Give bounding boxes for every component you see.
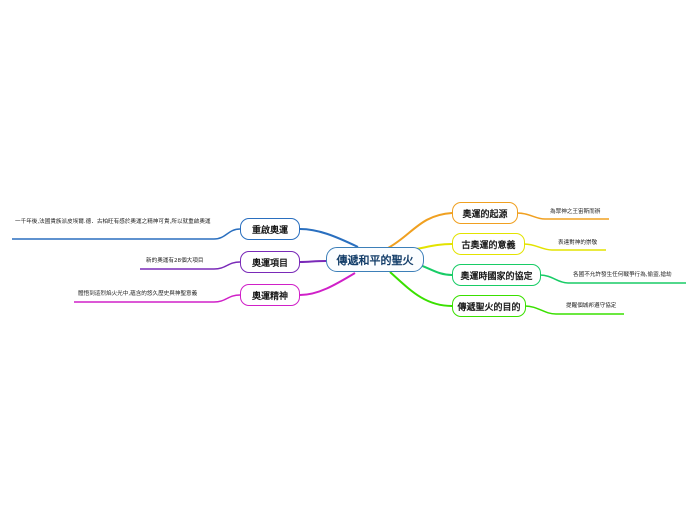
connector-purpose xyxy=(389,271,453,307)
connector-events xyxy=(299,260,327,263)
branch-torch-purpose[interactable]: 傳遞聖火的目的 xyxy=(452,295,526,317)
branch-ancient-olympic-meaning[interactable]: 古奧運的意義 xyxy=(452,233,525,255)
note-olympic-events: 新的奧運有28個大項目 xyxy=(146,258,204,264)
note-restart-olympics: 一千年後,法國貴族派皮埃爾.德．古柏旺有感於奧運之精神可貴,所以就重啟奧運 xyxy=(15,219,211,225)
note-national-agreement: 各國不允許發生任何戰爭行為,偷盜,搶劫 xyxy=(573,272,672,278)
leaf-link-restart xyxy=(12,228,241,240)
branch-national-agreement[interactable]: 奧運時國家的協定 xyxy=(452,264,541,286)
branch-olympic-origin[interactable]: 奧運的起源 xyxy=(452,202,518,224)
connector-restart xyxy=(299,228,359,248)
branch-olympic-events[interactable]: 奧運項目 xyxy=(240,251,300,273)
leaf-link-agreement xyxy=(539,274,686,284)
connector-origin xyxy=(387,212,453,249)
leaf-link-events xyxy=(140,261,241,270)
central-topic[interactable]: 傳遞和平的聖火 xyxy=(326,247,424,272)
note-ancient-olympic-meaning: 表達對神的崇敬 xyxy=(558,240,598,246)
note-olympic-spirit: 體悟到這烈焰火光中,蘊含的悠久歷史與神聖意義 xyxy=(78,291,198,297)
note-torch-purpose: 提醒個城邦遵守協定 xyxy=(566,303,617,309)
leaf-link-meaning xyxy=(523,243,606,251)
leaf-link-origin xyxy=(516,212,609,220)
note-olympic-origin: 為眾神之王宙斯而辦 xyxy=(550,209,601,215)
leaf-link-spirit xyxy=(74,294,241,303)
branch-restart-olympics[interactable]: 重啟奧運 xyxy=(240,218,300,240)
connector-spirit xyxy=(299,272,356,296)
branch-olympic-spirit[interactable]: 奧運精神 xyxy=(240,284,300,306)
leaf-link-purpose xyxy=(524,305,624,315)
